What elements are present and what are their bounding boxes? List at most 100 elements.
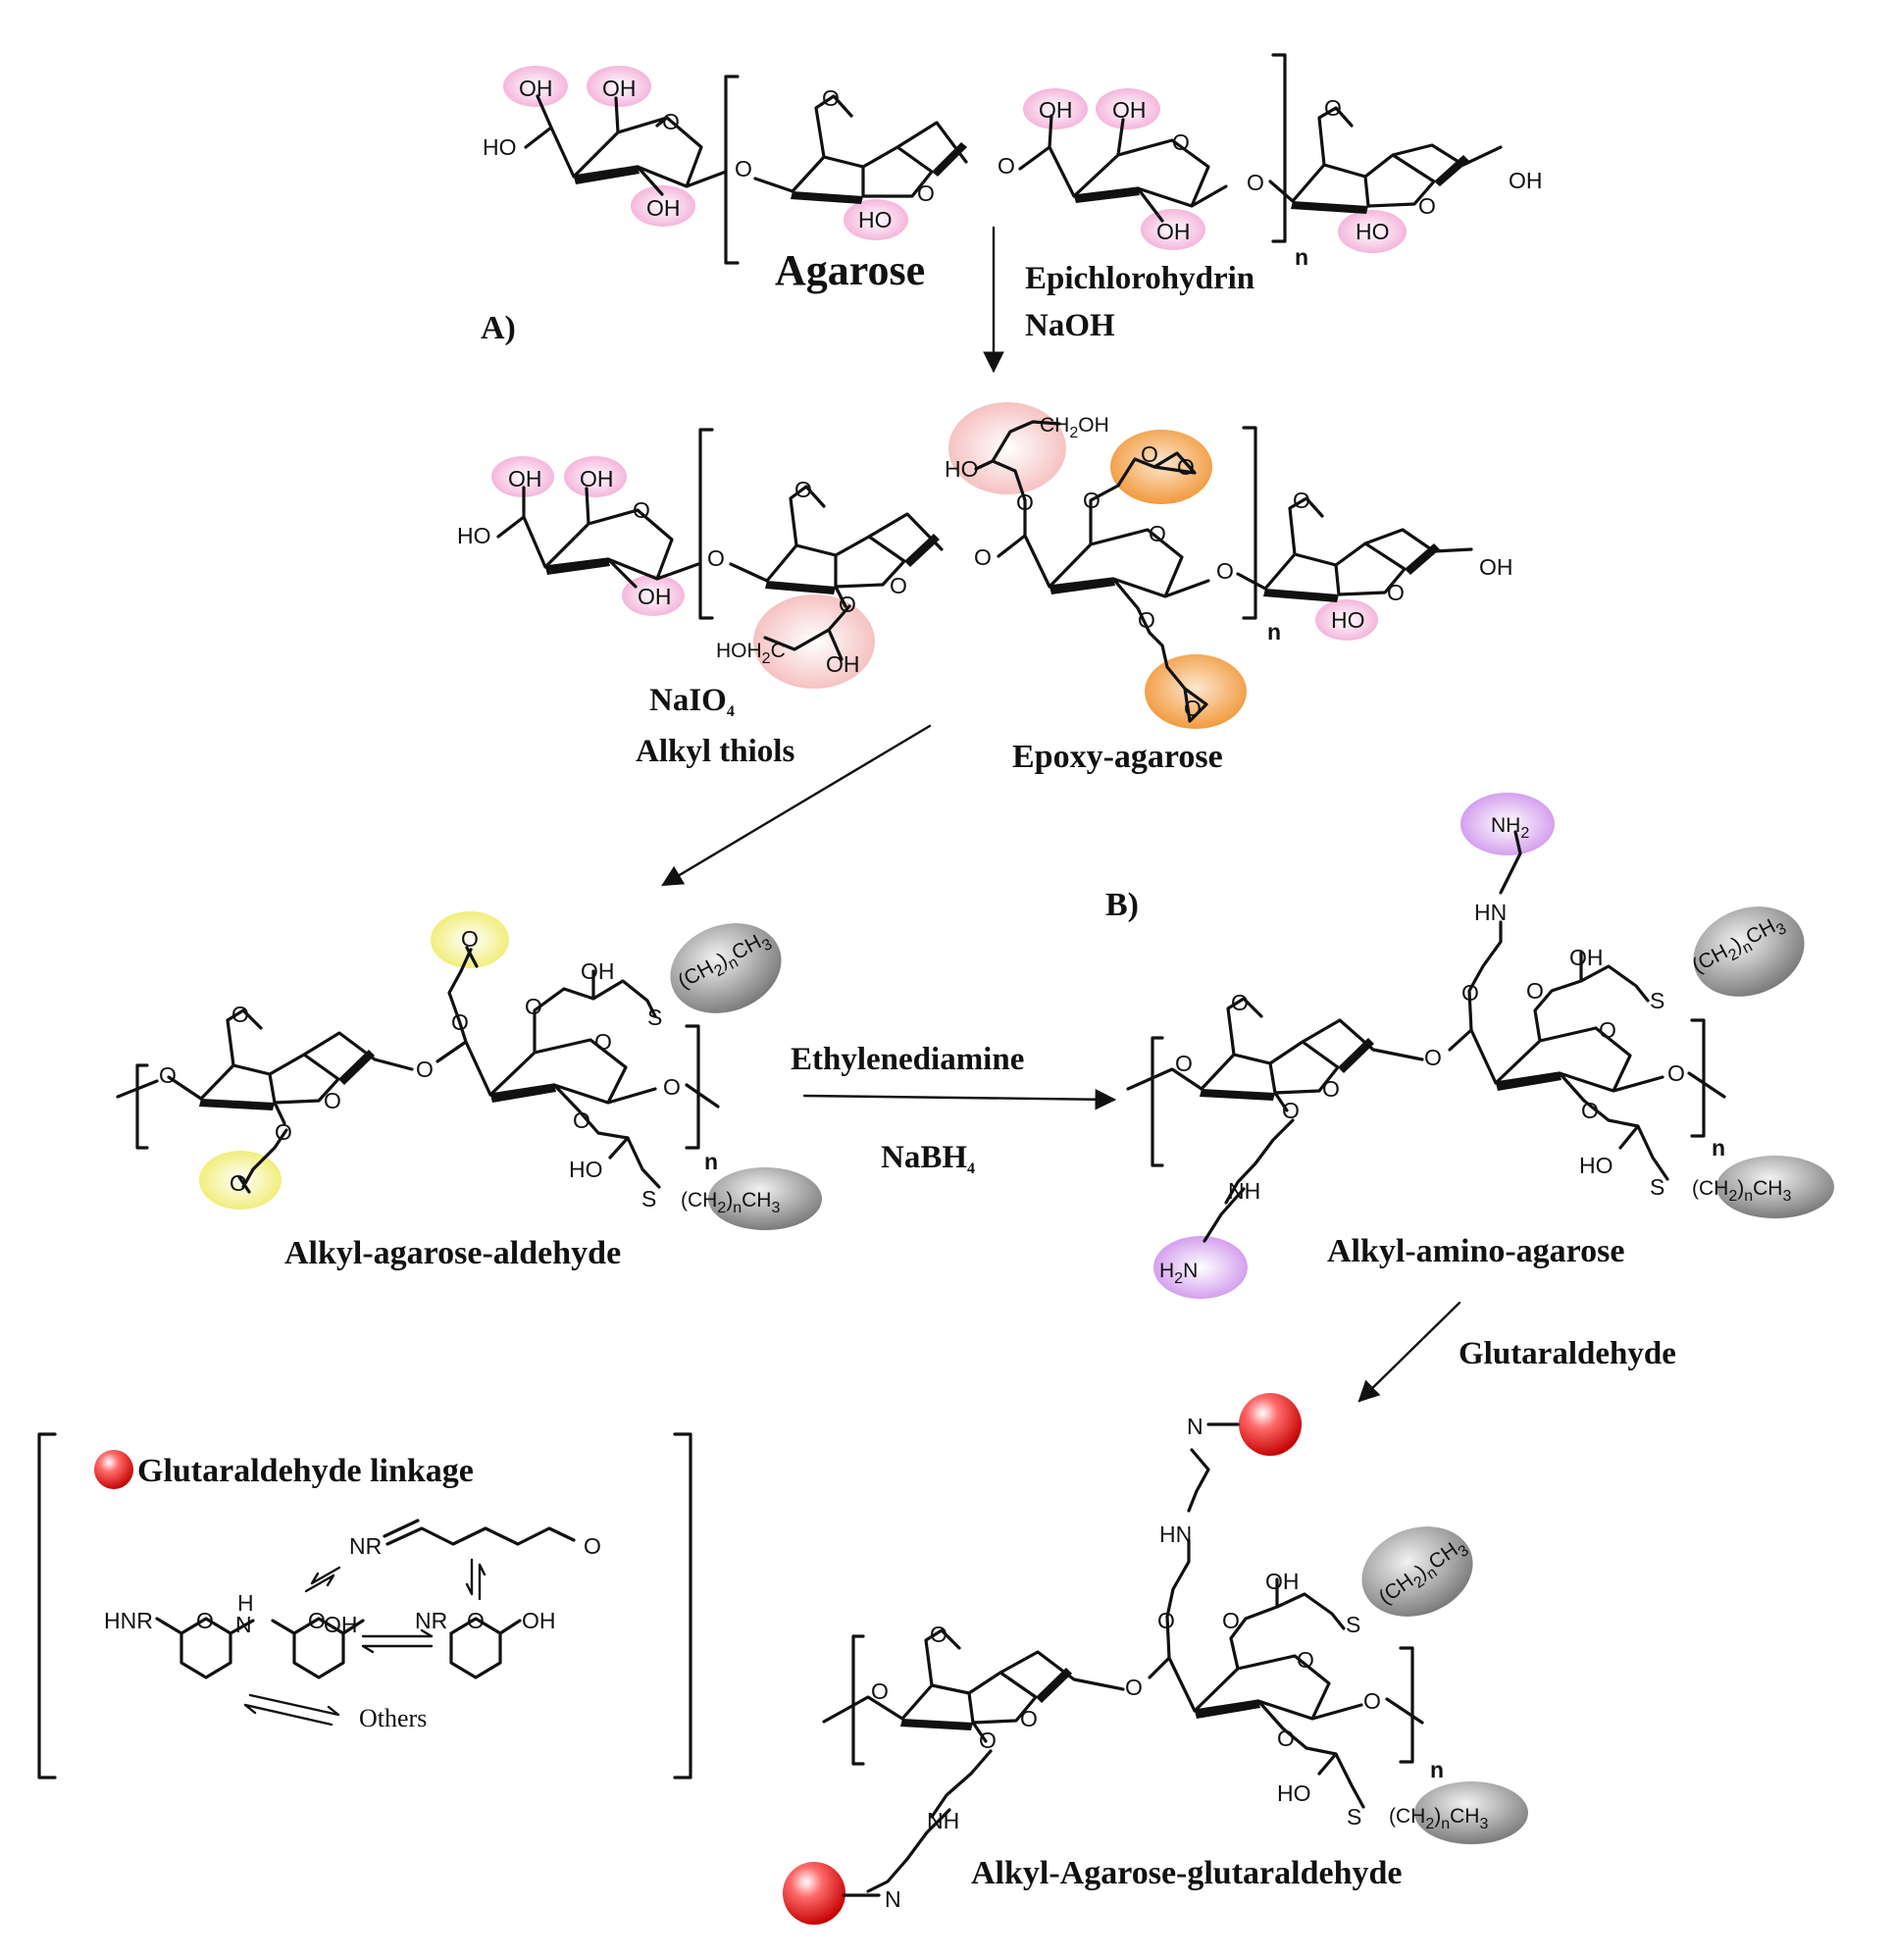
atom-label: O	[1177, 454, 1195, 480]
hydroxyl-highlight	[1023, 88, 1088, 129]
atom-label: O	[871, 1678, 889, 1704]
atom-label: O	[1277, 1726, 1295, 1751]
repeat-unit-n: n	[1267, 619, 1281, 645]
atom-label: S	[641, 1186, 656, 1212]
hydroxyl-highlight	[631, 185, 695, 227]
atom-label: O	[1083, 488, 1101, 513]
atom-label: O	[1175, 1051, 1193, 1076]
atom-label: O	[594, 1029, 612, 1055]
atom-label: HO	[1331, 607, 1365, 633]
atom-label: N	[235, 1612, 252, 1637]
glutaraldehyde-bead	[783, 1862, 845, 1925]
atom-label: O	[707, 545, 725, 571]
atom-label: O	[1387, 580, 1405, 605]
reagent-ethylenediamine: Ethylenediamine	[791, 1042, 1024, 1077]
atom-label: O	[1184, 696, 1202, 721]
repeat-unit-n: n	[1712, 1135, 1725, 1161]
reaction-arrow-3	[802, 1088, 1117, 1110]
atom-label: O	[308, 1608, 326, 1633]
legend-bracket-left	[37, 1432, 57, 1779]
atom-label: O	[735, 156, 752, 181]
atom-label: OH	[581, 958, 615, 984]
section-a-label: A)	[481, 310, 516, 346]
atom-label: OH	[1479, 554, 1513, 580]
atom-label: O	[1324, 95, 1342, 121]
atom-label: S	[1346, 1612, 1360, 1637]
atom-label: OH	[1156, 219, 1191, 244]
atom-label: O	[324, 1088, 341, 1113]
alkyl-chain-highlight	[708, 1167, 822, 1230]
atom-label: O	[1282, 1098, 1300, 1123]
alkyl-chain-highlight	[1361, 1526, 1473, 1617]
atom-label: HN	[1159, 1522, 1192, 1547]
alkyl-chain-highlight	[1716, 1156, 1834, 1218]
reaction-arrow-4	[1357, 1301, 1461, 1403]
atom-label: HO	[1277, 1780, 1311, 1806]
atom-label: O	[1667, 1060, 1685, 1086]
atom-label: HNR	[104, 1608, 153, 1633]
reagent-glutaraldehyde: Glutaraldehyde	[1459, 1336, 1676, 1371]
atom-label: O	[663, 1074, 681, 1100]
alkyl-chain-highlight	[670, 923, 782, 1013]
atom-label: O	[1020, 1706, 1038, 1731]
atom-label: O	[1149, 521, 1166, 546]
legend-title: Glutaraldehyde linkage	[137, 1453, 474, 1489]
reagent-nabh4: NaBH4	[881, 1140, 975, 1177]
atom-label: O	[633, 497, 650, 523]
atom-label: O	[1297, 1647, 1314, 1673]
atom-label: O	[974, 544, 992, 570]
atom-label: O	[1157, 1608, 1175, 1633]
atom-label: O	[573, 1108, 590, 1133]
atom-label: O	[230, 1170, 247, 1196]
atom-label: O	[1581, 1098, 1599, 1123]
atom-label: O	[1424, 1045, 1442, 1070]
atom-label: O	[1231, 990, 1249, 1015]
atom-label: HO	[1579, 1153, 1613, 1178]
atom-label: O	[1016, 490, 1034, 515]
atom-label: O	[930, 1622, 947, 1647]
alkyl-agarose-aldehyde-structure: O O O O O O O O O O OH S (CH2)nCH3 O HO …	[116, 911, 822, 1271]
atom-label: NH	[927, 1808, 959, 1833]
section-b-label: B)	[1105, 887, 1139, 923]
atom-label: N	[885, 1886, 901, 1912]
atom-label: HO	[569, 1157, 603, 1182]
atom-label: OH	[1509, 168, 1543, 193]
atom-label: O	[1247, 170, 1264, 195]
atom-label: O	[525, 994, 542, 1019]
glutaraldehyde-linkage-legend: Glutaraldehyde linkage NR O HNR O H N O …	[37, 1432, 692, 1779]
hydroxyl-highlight	[844, 199, 908, 240]
atom-label: O	[467, 1608, 485, 1633]
atom-label: O	[1216, 558, 1234, 584]
reagent-naio4: NaIO4	[649, 683, 735, 720]
reagent-epichlorohydrin: Epichlorohydrin	[1025, 261, 1254, 296]
atom-label: NH	[1228, 1178, 1260, 1204]
atom-label: OH	[508, 466, 542, 491]
agarose-structure: HO OH OH O OH O O O HO O OH OH O OH O n …	[483, 53, 1543, 294]
hydroxyl-highlight	[491, 456, 554, 497]
atom-label: OH	[522, 1608, 556, 1633]
amine-highlight	[1460, 793, 1555, 855]
alkyl-amino-agarose-structure: O O O O NH H2N O O HN NH2 O O OH S (CH2)…	[1126, 793, 1834, 1299]
atom-label: O	[998, 153, 1015, 179]
atom-label: S	[1650, 988, 1664, 1013]
reaction-arrow-2	[661, 724, 932, 887]
diol-highlight	[948, 402, 1066, 494]
atom-label: H	[237, 1590, 254, 1616]
reagent-alkyl-thiols: Alkyl thiols	[636, 734, 794, 769]
atom-label: HO	[483, 134, 517, 160]
glutaraldehyde-bead-icon	[94, 1450, 133, 1489]
agarose-label: Agarose	[775, 246, 925, 294]
atom-label: O	[196, 1608, 214, 1633]
atom-label: O	[1526, 978, 1544, 1004]
atom-label: H2N	[1159, 1260, 1198, 1287]
hydroxyl-highlight	[564, 456, 627, 497]
legend-others-label: Others	[359, 1704, 427, 1732]
alkyl-chain-highlight	[1414, 1781, 1528, 1844]
atom-label: S	[1650, 1174, 1664, 1200]
amine-highlight	[1153, 1236, 1248, 1299]
atom-label: OH	[1039, 97, 1073, 123]
atom-label: NR	[349, 1533, 382, 1559]
atom-label: N	[1187, 1414, 1203, 1439]
atom-label: O	[461, 926, 479, 952]
